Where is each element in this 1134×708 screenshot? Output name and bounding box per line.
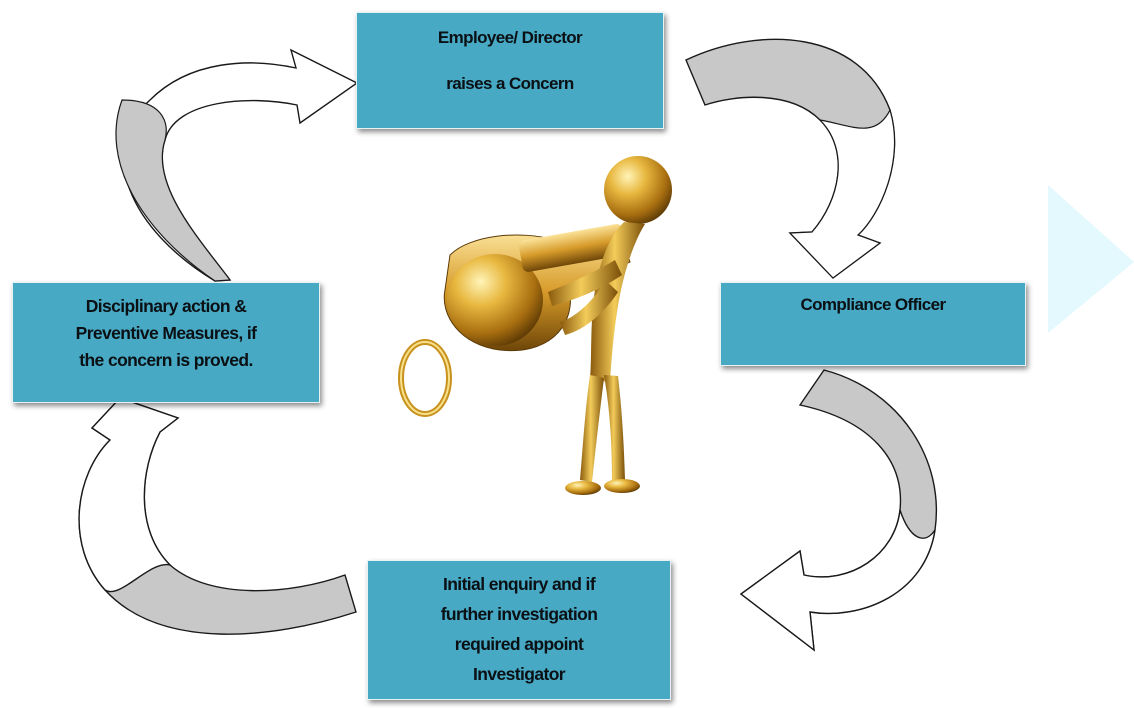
arrow-top-right-inner <box>788 108 896 279</box>
side-triangle-shape <box>1048 185 1134 333</box>
step-enquiry-line-4: Investigator <box>473 664 566 684</box>
step-enquiry-line-1: Initial enquiry and if <box>442 574 596 594</box>
step-enquiry-line-3: required appoint <box>454 634 584 654</box>
step-raise-concern-box: Employee/ Director raises a Concern <box>356 12 664 129</box>
step-enquiry-line-2: further investigation <box>440 604 598 624</box>
step-disciplinary-action-box: Disciplinary action & Preventive Measure… <box>12 282 320 403</box>
arrow-bottom-right-inner <box>739 509 936 652</box>
step-compliance-officer-box: Compliance Officer <box>720 282 1026 366</box>
step-discipline-line-1: Disciplinary action & <box>85 296 247 316</box>
golden-figure-with-whistle <box>398 156 672 495</box>
arrow-bottom-left-inner <box>78 397 180 593</box>
step-discipline-line-2: Preventive Measures, if <box>75 323 257 343</box>
step-initial-enquiry-box: Initial enquiry and if further investiga… <box>367 560 671 700</box>
arrow-top-left-shade <box>115 99 232 282</box>
step-discipline-line-3: the concern is proved. <box>79 350 253 370</box>
step-raise-line-1: Employee/ Director <box>437 28 583 47</box>
step-raise-line-2: raises a Concern <box>446 74 574 93</box>
step-compliance-line-1: Compliance Officer <box>800 295 946 314</box>
